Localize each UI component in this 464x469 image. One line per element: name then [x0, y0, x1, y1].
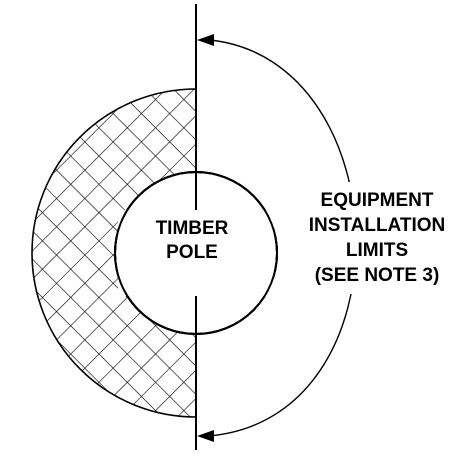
pole-label-line-1: TIMBER [156, 218, 229, 239]
limits-label-line-2: INSTALLATION [309, 215, 446, 236]
limits-label-line-1: EQUIPMENT [321, 190, 434, 211]
limits-label-line-4: (SEE NOTE 3) [315, 265, 440, 286]
pole-label-line-2: POLE [166, 242, 218, 263]
arrowhead-top [197, 34, 214, 46]
arrowhead-bottom [197, 430, 214, 442]
limits-label-line-3: LIMITS [346, 240, 408, 261]
